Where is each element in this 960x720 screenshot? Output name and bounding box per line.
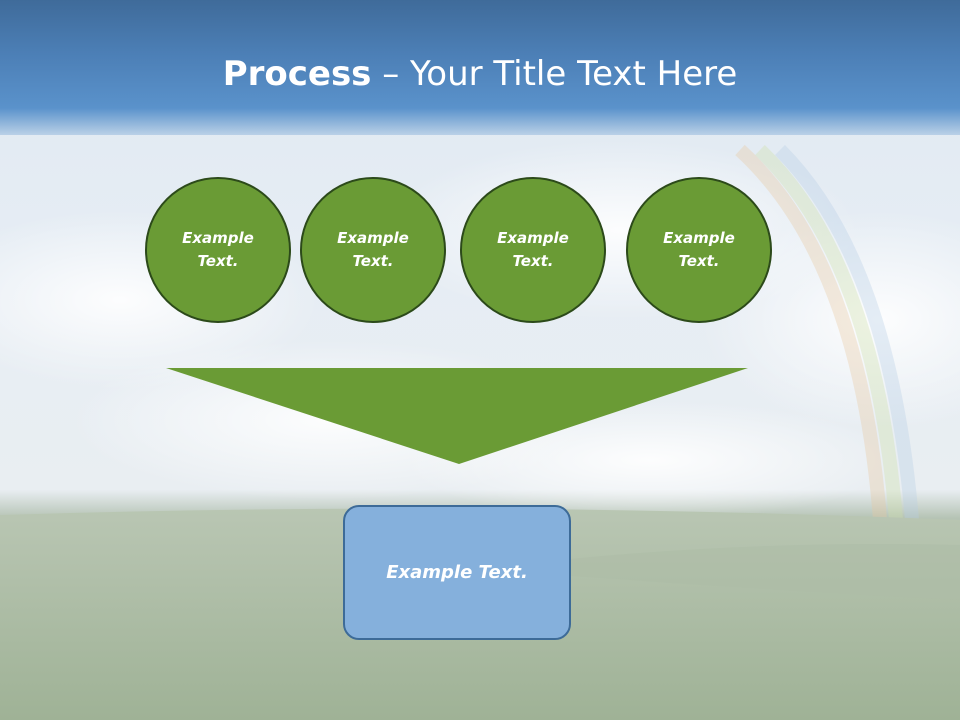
slide-title: Process – Your Title Text Here: [0, 52, 960, 96]
process-step-circle: Example Text.: [300, 177, 446, 323]
title-band: [0, 0, 960, 135]
funnel-shape: [166, 368, 748, 464]
slide-title-rest: – Your Title Text Here: [371, 54, 738, 94]
result-label: Example Text.: [386, 562, 528, 583]
rainbow-shape: [755, 144, 903, 521]
process-step-circle: Example Text.: [460, 177, 606, 323]
meadow-hill-shape: [560, 544, 960, 600]
slide-title-bold: Process: [222, 54, 372, 94]
process-step-label: Example Text.: [497, 229, 569, 270]
process-step-label: Example Text.: [182, 229, 254, 270]
process-step-label: Example Text.: [663, 229, 735, 270]
process-step-label: Example Text.: [337, 229, 409, 270]
rainbow-shape: [735, 144, 887, 521]
process-step-circle: Example Text.: [626, 177, 772, 323]
result-box: Example Text.: [343, 505, 571, 640]
rainbow-shape: [775, 145, 919, 521]
process-step-circle: Example Text.: [145, 177, 291, 323]
